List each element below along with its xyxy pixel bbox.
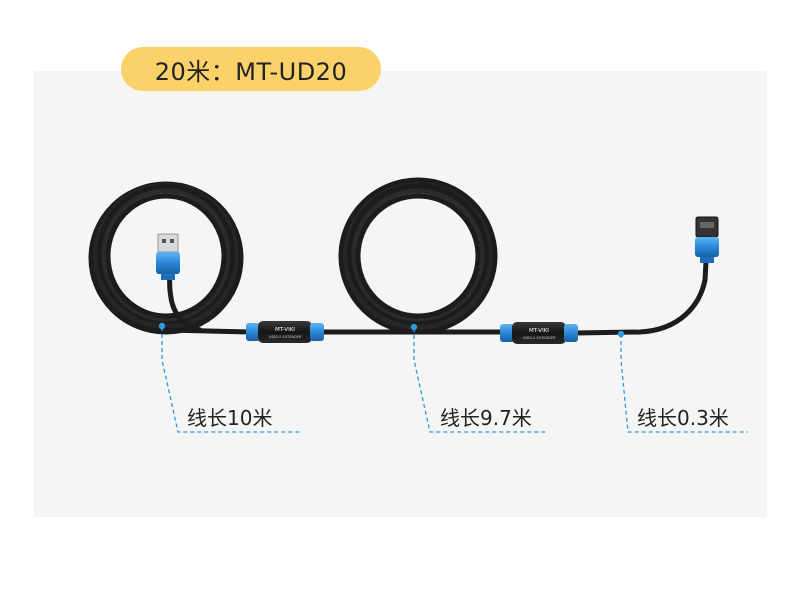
extender-2-subtitle: USB2.0 EXTENDER: [523, 336, 556, 340]
leader-lines: [161, 327, 748, 433]
leader-dot-2: [410, 323, 418, 331]
leader-dot-1: [158, 322, 166, 330]
extender-module-1: MT-VIKI USB2.0 EXTENDER: [246, 321, 324, 343]
cable-coil-2: [338, 177, 498, 335]
leader-dots: [158, 322, 625, 338]
cable-length-label-2: 线长9.7米: [440, 406, 532, 430]
extender-1-brand: MT-VIKI: [275, 327, 295, 333]
model-title: 20米：MT-UD20: [154, 57, 348, 86]
extender-1-subtitle: USB2.0 EXTENDER: [269, 335, 302, 339]
extender-2-brand: MT-VIKI: [529, 328, 549, 334]
usb-a-socket: [695, 216, 719, 263]
cable-length-label-3: 线长0.3米: [637, 406, 729, 430]
product-panel: [34, 71, 767, 517]
extender-module-2: MT-VIKI USB2.0 EXTENDER: [500, 322, 578, 344]
cable-length-label-1: 线长10米: [187, 406, 273, 430]
model-title-badge: 20米：MT-UD20: [121, 47, 381, 91]
leader-dot-3: [617, 330, 625, 338]
usb-a-plug: [156, 233, 180, 280]
